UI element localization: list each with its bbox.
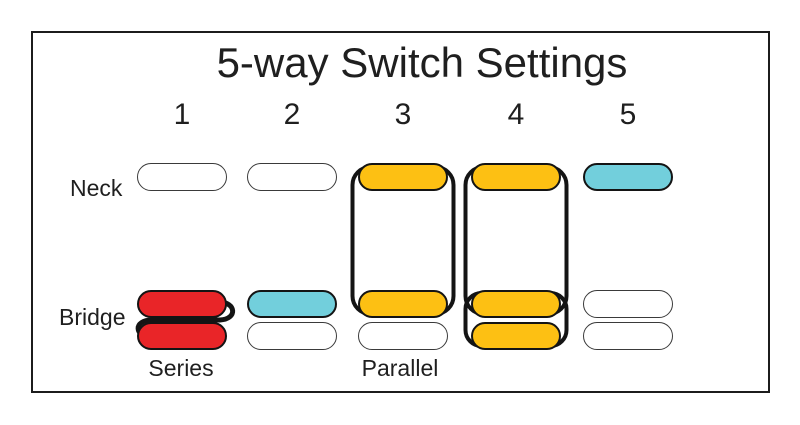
page-title: 5-way Switch Settings xyxy=(216,39,628,86)
column-number-4: 4 xyxy=(507,98,525,131)
row-label-bridge: Bridge xyxy=(59,304,126,330)
bridge-top-coil-pos2 xyxy=(247,290,337,318)
column-number-2: 2 xyxy=(283,98,301,131)
series-label: Series xyxy=(148,355,214,381)
neck-coil-pos2 xyxy=(247,163,337,191)
bridge-top-coil-pos4 xyxy=(471,290,561,318)
bridge-top-coil-pos5 xyxy=(583,290,673,318)
neck-coil-pos5 xyxy=(583,163,673,191)
row-label-neck: Neck xyxy=(70,175,123,201)
bridge-bottom-coil-pos2 xyxy=(247,322,337,350)
bridge-top-coil-pos1 xyxy=(137,290,227,318)
column-number-5: 5 xyxy=(619,98,637,131)
bridge-bottom-coil-pos4 xyxy=(471,322,561,350)
bridge-top-coil-pos3 xyxy=(358,290,448,318)
parallel-label: Parallel xyxy=(361,355,439,381)
neck-coil-pos4 xyxy=(471,163,561,191)
bridge-bottom-coil-pos5 xyxy=(583,322,673,350)
column-number-3: 3 xyxy=(394,98,412,131)
neck-coil-pos1 xyxy=(137,163,227,191)
neck-coil-pos3 xyxy=(358,163,448,191)
column-number-1: 1 xyxy=(173,98,191,131)
bridge-bottom-coil-pos1 xyxy=(137,322,227,350)
bridge-bottom-coil-pos3 xyxy=(358,322,448,350)
